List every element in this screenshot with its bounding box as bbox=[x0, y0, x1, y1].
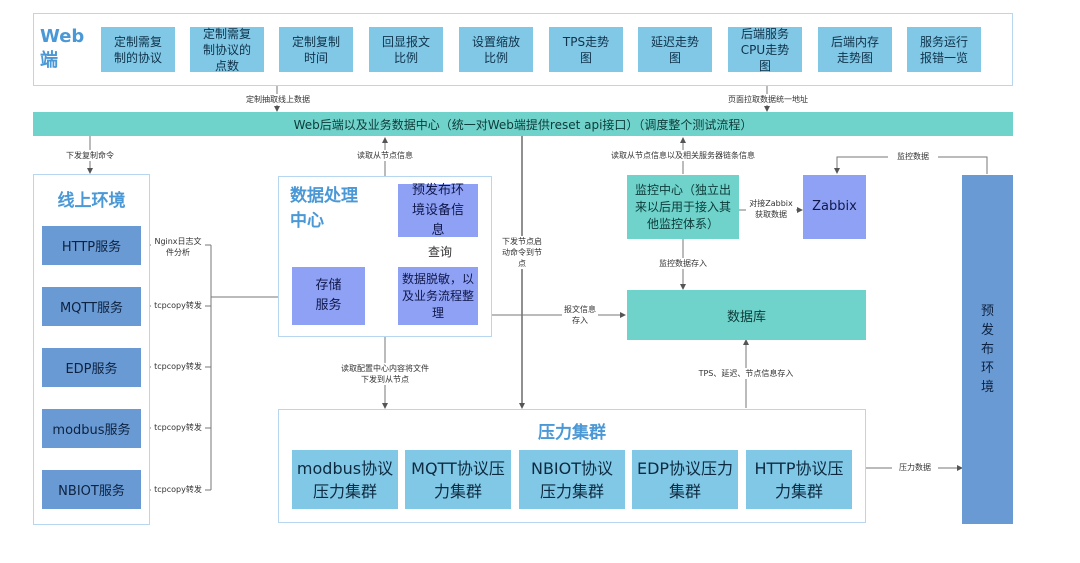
backend-bar: Web后端以及业务数据中心（统一对Web端提供reset api接口）（调度整个… bbox=[33, 112, 1013, 136]
edge-label-read-slave-chain: 读取从节点信息以及相关服务器链条信息 bbox=[605, 150, 761, 161]
storage-service-box: 存储服务 bbox=[292, 267, 365, 325]
online-service-4: modbus服务 bbox=[42, 409, 141, 448]
pressure-title: 压力集群 bbox=[538, 423, 606, 443]
edge-label-page-pull: 页面拉取数据统一地址 bbox=[716, 94, 820, 105]
web-item-5: 设置缩放比例 bbox=[459, 27, 533, 72]
pressure-cluster-3: NBIOT协议压力集群 bbox=[519, 450, 625, 509]
edge-label-issue-copy: 下发复制命令 bbox=[55, 150, 125, 161]
pressure-cluster-4: EDP协议压力集群 bbox=[632, 450, 738, 509]
web-item-1: 定制需复制的协议 bbox=[101, 27, 175, 72]
edge-label-custom-pull: 定制抽取线上数据 bbox=[228, 94, 328, 105]
online-edge-label-4: tcpcopy转发 bbox=[151, 422, 205, 433]
online-service-5: NBIOT服务 bbox=[42, 470, 141, 509]
edge-label-monitor-data: 监控数据 bbox=[888, 151, 938, 162]
edge-label-tps-store: TPS、延迟、节点信息存入 bbox=[690, 368, 802, 379]
prerelease-env-box: 预发布环境 bbox=[962, 175, 1013, 524]
web-item-4: 回显报文比例 bbox=[369, 27, 443, 72]
desensitize-box: 数据脱敏，以及业务流程整理 bbox=[398, 267, 478, 325]
web-title: Web端 bbox=[40, 26, 85, 71]
web-item-7: 延迟走势图 bbox=[638, 27, 712, 72]
web-item-2: 定制需复制协议的点数 bbox=[190, 27, 264, 73]
processing-title: 数据处理中心 bbox=[290, 186, 358, 231]
web-item-10: 服务运行报错一览 bbox=[907, 27, 981, 72]
pressure-cluster-2: MQTT协议压力集群 bbox=[405, 450, 511, 509]
web-item-3: 定制复制时间 bbox=[279, 27, 353, 72]
online-edge-label-3: tcpcopy转发 bbox=[151, 361, 205, 372]
web-item-9: 后端内存走势图 bbox=[818, 27, 892, 72]
edge-label-read-config: 读取配置中心内容将文件下发到从节点 bbox=[340, 363, 430, 385]
web-item-6: TPS走势图 bbox=[549, 27, 623, 72]
pressure-cluster-1: modbus协议压力集群 bbox=[292, 450, 398, 509]
edge-label-read-slave: 读取从节点信息 bbox=[346, 150, 424, 161]
monitor-center-box: 监控中心（独立出来以后用于接入其他监控体系） bbox=[627, 175, 739, 239]
query-label: 查询 bbox=[427, 245, 452, 259]
online-service-3: EDP服务 bbox=[42, 348, 141, 387]
online-service-1: HTTP服务 bbox=[42, 226, 141, 265]
online-edge-label-2: tcpcopy转发 bbox=[151, 300, 205, 311]
edge-label-monitor-store: 监控数据存入 bbox=[650, 258, 716, 269]
online-service-2: MQTT服务 bbox=[42, 287, 141, 326]
edge-label-zabbix: 对接Zabbix获取数据 bbox=[746, 198, 796, 220]
online-edge-label-5: tcpcopy转发 bbox=[151, 484, 205, 495]
online-edge-label-1: Nginx日志文件分析 bbox=[151, 236, 205, 258]
edge-label-msg-store: 报文信息存入 bbox=[562, 304, 598, 326]
edge-label-pressure-data: 压力数据 bbox=[892, 462, 938, 473]
pressure-cluster-5: HTTP协议压力集群 bbox=[746, 450, 852, 509]
online-title: 线上环境 bbox=[57, 191, 126, 211]
edge-label-issue-start: 下发节点启动命令到节点 bbox=[499, 236, 545, 269]
database-box: 数据库 bbox=[627, 290, 866, 340]
web-item-8: 后端服务CPU走势图 bbox=[728, 27, 802, 73]
zabbix-box: Zabbix bbox=[803, 175, 866, 239]
prerelease-info-box: 预发布环境设备信息 bbox=[398, 183, 478, 238]
